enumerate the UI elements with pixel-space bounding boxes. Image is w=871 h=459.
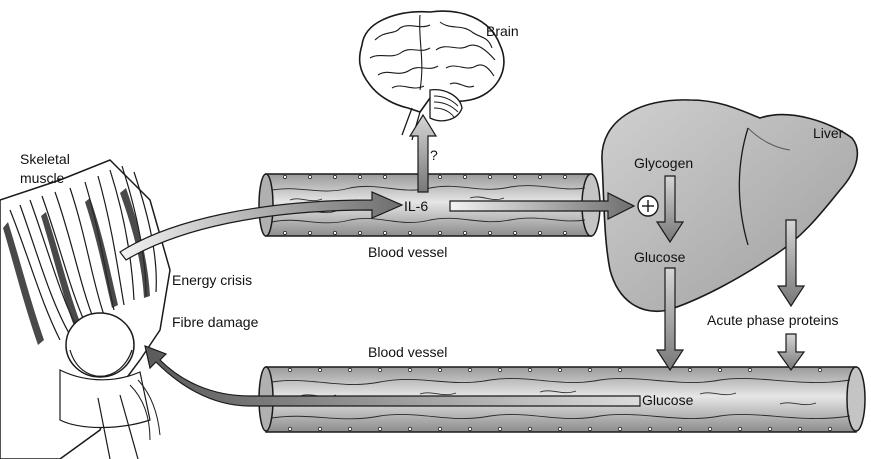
brain-label: Brain	[486, 23, 519, 39]
brain-question-mark: ?	[430, 147, 438, 163]
acute-phase-proteins-label: Acute phase proteins	[707, 312, 839, 328]
glycogen-label: Glycogen	[634, 155, 693, 171]
upper-blood-vessel-label: Blood vessel	[368, 244, 447, 260]
skeletal-muscle-label-line1: Skeletal	[20, 151, 70, 167]
fibre-damage-label: Fibre damage	[172, 314, 259, 330]
energy-crisis-label: Energy crisis	[172, 272, 252, 288]
brain-illustration	[360, 11, 504, 140]
arrow-acute-phase-to-vessel	[778, 334, 804, 370]
skeletal-muscle-label-line2: muscle	[20, 170, 65, 186]
lower-blood-vessel-label: Blood vessel	[368, 344, 447, 360]
stimulation-plus-icon	[638, 196, 658, 216]
skeletal-muscle-illustration	[0, 160, 170, 459]
glucose-liver-label: Glucose	[634, 249, 686, 265]
liver-label: Liver	[813, 125, 844, 141]
glucose-vessel-label: Glucose	[642, 392, 694, 408]
il6-label: IL-6	[404, 198, 428, 214]
